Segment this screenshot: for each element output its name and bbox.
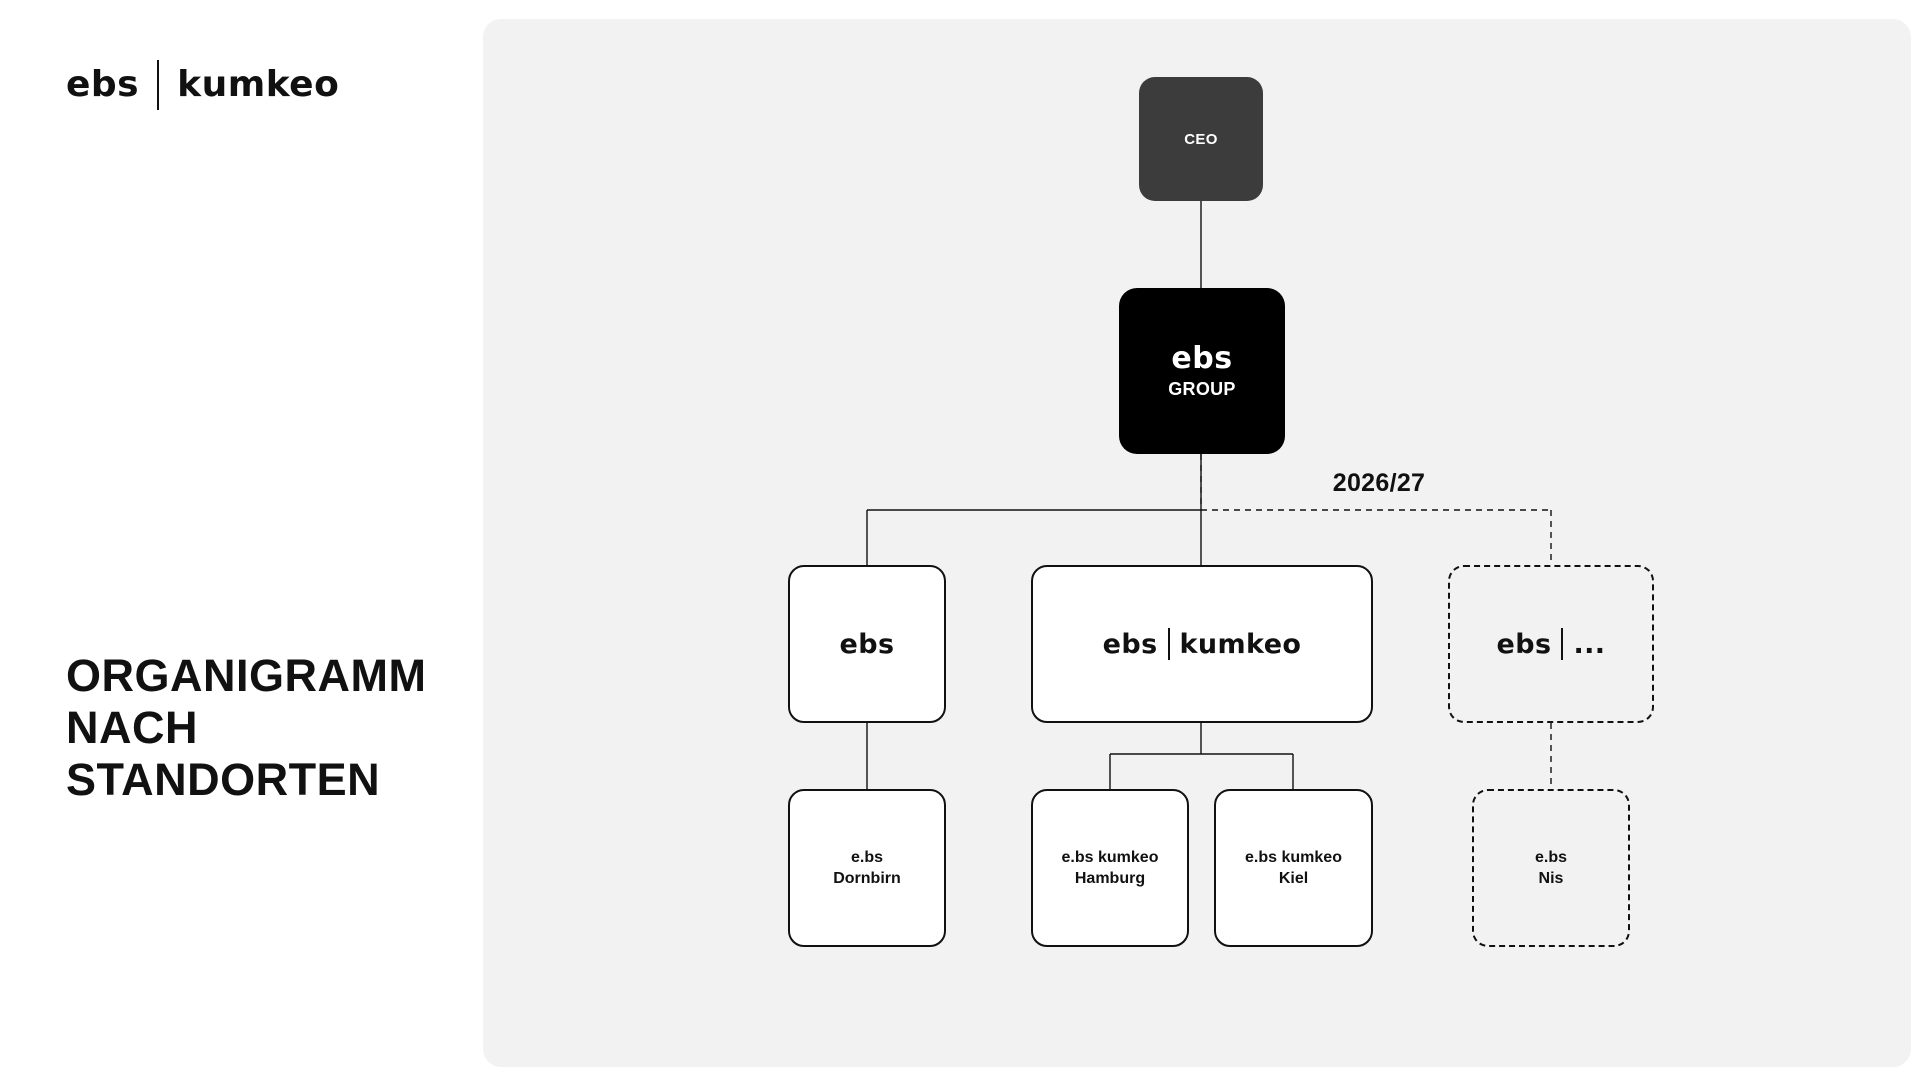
logo-kumkeo: kumkeo	[177, 64, 340, 105]
ebs-kumkeo-logo-left: ebs	[1102, 628, 1158, 660]
ebs-logo-text: ebs	[839, 628, 895, 660]
group-logo-text: ebs	[1171, 341, 1233, 376]
location-kiel-label: e.bs kumkeo Kiel	[1245, 849, 1342, 887]
location-hamburg-label: e.bs kumkeo Hamburg	[1061, 849, 1159, 887]
future-ebs-logo-left: ebs	[1496, 628, 1552, 660]
ebs-kumkeo-separator	[1167, 628, 1170, 660]
ebs-node: ebs	[788, 565, 946, 723]
future-ebs-node: ebs ...	[1448, 565, 1654, 723]
title-line-1: ORGANIGRAMM	[66, 650, 427, 701]
future-ebs-logo-right: ...	[1573, 628, 1606, 660]
ebs-kumkeo-logo: ebs kumkeo	[1103, 628, 1302, 660]
location-nis-label: e.bs Nis	[1534, 849, 1567, 887]
page-title: ORGANIGRAMM NACH STANDORTEN	[66, 650, 426, 806]
org-chart-connectors	[866, 201, 1552, 789]
location-nis-node: e.bs Nis	[1472, 789, 1630, 947]
future-ebs-logo: ebs ...	[1497, 628, 1606, 660]
year-label: 2026/27	[1332, 469, 1426, 497]
group-label: GROUP	[1168, 379, 1236, 399]
location-dornbirn-node: e.bs Dornbirn	[788, 789, 946, 947]
location-dornbirn-label: e.bs Dornbirn	[833, 849, 901, 887]
logo-ebs: ebs	[66, 64, 140, 105]
ebs-kumkeo-logo-right: kumkeo	[1179, 628, 1302, 660]
location-kiel-node: e.bs kumkeo Kiel	[1214, 789, 1373, 947]
title-line-2: NACH	[66, 702, 198, 753]
title-line-3: STANDORTEN	[66, 754, 381, 805]
ebs-kumkeo-node: ebs kumkeo	[1031, 565, 1373, 723]
ceo-label: CEO	[1184, 130, 1218, 148]
location-hamburg-node: e.bs kumkeo Hamburg	[1031, 789, 1189, 947]
org-chart-panel: CEO ebs GROUP 2026/27 ebs ebs kumkeo ebs	[483, 19, 1911, 1067]
group-logo: ebs	[1171, 344, 1232, 374]
ebs-logo: ebs	[840, 631, 895, 658]
group-node: ebs GROUP	[1119, 288, 1285, 454]
logo-separator	[157, 60, 160, 110]
ebs-kumkeo-logo: ebs kumkeo	[66, 60, 339, 110]
future-ebs-separator	[1561, 628, 1564, 660]
ceo-node: CEO	[1139, 77, 1263, 201]
